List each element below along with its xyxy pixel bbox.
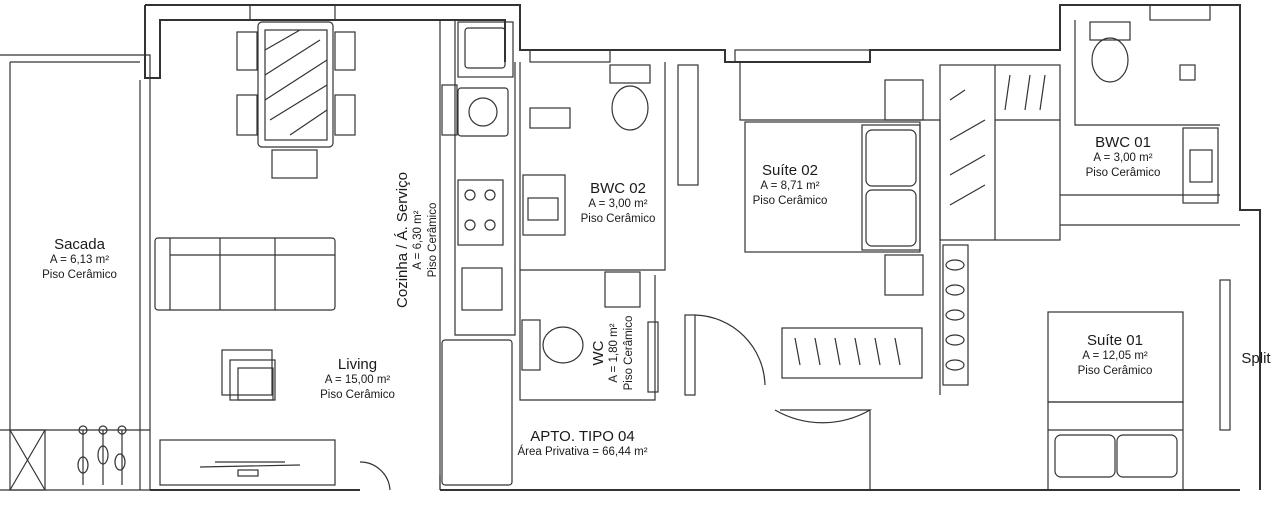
outer-walls xyxy=(144,4,1261,491)
bwc02-fixtures xyxy=(519,62,699,271)
room-floor: Piso Cerâmico xyxy=(1085,167,1161,179)
room-name: Living xyxy=(337,356,378,373)
plants-symbol xyxy=(77,425,127,485)
room-name: Suíte 01 xyxy=(1087,332,1143,349)
room-area: A = 12,05 m² xyxy=(1082,350,1148,362)
split-label: Split xyxy=(1236,350,1276,367)
room-area: A = 8,71 m² xyxy=(760,180,820,192)
room-name: BWC 02 xyxy=(590,180,646,197)
wc-fixtures xyxy=(519,270,766,401)
suite02-label: Suíte 02 A = 8,71 m² Piso Cerâmico xyxy=(740,162,840,209)
sofa xyxy=(154,237,336,311)
windows xyxy=(249,4,1211,63)
room-name: Cozinha / Á. Serviço xyxy=(394,172,411,308)
suite02-furniture xyxy=(739,62,941,490)
closet xyxy=(939,64,1061,386)
tv-console xyxy=(159,439,336,486)
entrance-door xyxy=(359,461,441,491)
room-floor: Piso Cerâmico xyxy=(580,213,656,225)
bwc01-fixtures xyxy=(1060,20,1240,226)
balcony-outline xyxy=(0,54,151,491)
room-area: A = 3,00 m² xyxy=(1093,152,1153,164)
sacada-label: Sacada A = 6,13 m² Piso Cerâmico xyxy=(22,236,137,283)
armchair xyxy=(221,349,276,401)
plan-title: APTO. TIPO 04 xyxy=(530,428,635,445)
room-name: WC xyxy=(590,340,607,366)
cozinha-label: Cozinha / Á. Serviço A = 6,30 m² Piso Ce… xyxy=(394,140,446,340)
room-area: A = 6,30 m² xyxy=(412,210,424,270)
room-floor: Piso Cerâmico xyxy=(623,315,635,391)
room-area: A = 6,13 m² xyxy=(49,254,110,266)
room-name: Sacada xyxy=(54,236,105,253)
room-floor: Piso Cerâmico xyxy=(320,389,395,401)
kitchen-counter xyxy=(439,20,516,490)
room-name: Suíte 02 xyxy=(762,162,818,179)
living-label: Living A = 15,00 m² Piso Cerâmico xyxy=(300,356,415,403)
room-area: A = 15,00 m² xyxy=(324,374,391,386)
private-area: Área Privativa = 66,44 m² xyxy=(517,446,648,458)
split-text: Split xyxy=(1241,350,1271,367)
bwc01-label: BWC 01 A = 3,00 m² Piso Cerâmico xyxy=(1073,134,1173,181)
room-floor: Piso Cerâmico xyxy=(42,269,117,281)
dining-table xyxy=(236,21,356,179)
room-area: A = 1,80 m² xyxy=(608,323,620,383)
bwc02-label: BWC 02 A = 3,00 m² Piso Cerâmico xyxy=(568,180,668,227)
room-floor: Piso Cerâmico xyxy=(427,202,439,278)
wc-label: WC A = 1,80 m² Piso Cerâmico xyxy=(590,308,640,398)
room-floor: Piso Cerâmico xyxy=(752,195,828,207)
room-name: BWC 01 xyxy=(1095,134,1151,151)
suite01-furniture xyxy=(1047,279,1231,491)
room-area: A = 3,00 m² xyxy=(588,198,648,210)
suite01-label: Suíte 01 A = 12,05 m² Piso Cerâmico xyxy=(1060,332,1170,379)
room-floor: Piso Cerâmico xyxy=(1077,365,1153,377)
apartment-title: APTO. TIPO 04 Área Privativa = 66,44 m² xyxy=(500,428,665,460)
